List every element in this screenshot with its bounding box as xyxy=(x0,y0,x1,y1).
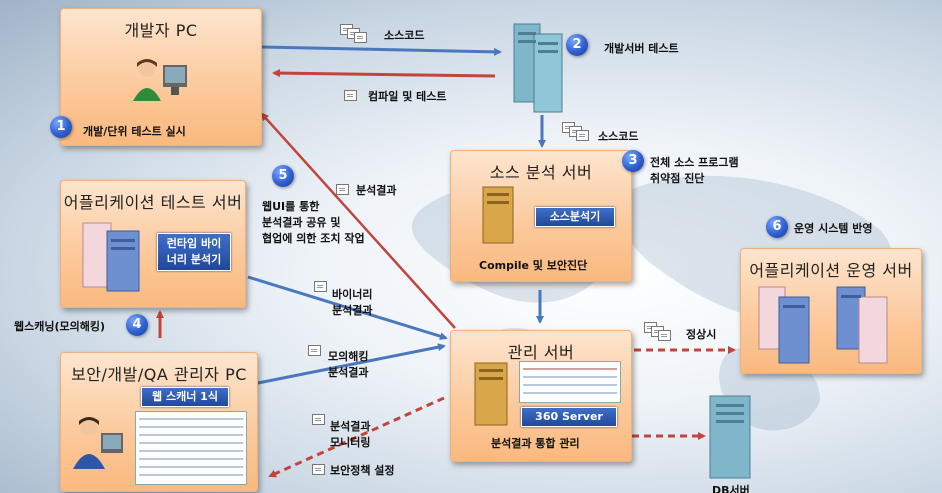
source-server-box: 소스 분석 서버 소스분석기 Compile 및 보안진단 xyxy=(450,150,632,282)
step-5-badge: 5 xyxy=(272,165,294,187)
source-server-title: 소스 분석 서버 xyxy=(489,163,593,182)
server-icon xyxy=(81,221,145,297)
edge-mock-line2: 분석결과 xyxy=(328,366,369,379)
dev-pc-box: 개발자 PC 개발/단위 테스트 실시 xyxy=(60,8,262,146)
mgmt-server-title: 관리 서버 xyxy=(507,343,575,362)
server-360-button: 360 Server xyxy=(521,407,617,427)
web-scanner-button: 웹 스캐너 1식 xyxy=(141,387,229,407)
security-pc-box: 보안/개발/QA 관리자 PC 웹 스캐너 1식 xyxy=(60,352,258,492)
source-server-caption: Compile 및 보안진단 xyxy=(479,259,588,272)
dev-pc-title: 개발자 PC xyxy=(124,21,198,40)
document-icon xyxy=(314,281,327,292)
web-scan-label: 웹스캐닝(모의해킹) xyxy=(14,320,106,333)
arrow-mgmt-to-dev xyxy=(260,112,456,329)
edge-normal: 정상시 xyxy=(686,328,717,341)
document-icon xyxy=(658,330,671,341)
server-icon xyxy=(757,283,907,371)
document-icon xyxy=(576,130,589,141)
dev-server-icon xyxy=(510,22,566,118)
edge-src-code-2: 소스코드 xyxy=(598,130,639,143)
arrow-apptest-to-mgmt xyxy=(247,275,448,341)
edge-monitoring-line1: 분석결과 xyxy=(330,420,371,433)
db-server-icon xyxy=(706,394,754,486)
mgmt-server-box: 관리 서버 360 Server 분석결과 통합 관리 xyxy=(450,330,632,462)
step-1-badge: 1 xyxy=(50,116,72,138)
runtime-binary-line2: 너리 분석기 xyxy=(166,253,222,266)
server-icon xyxy=(481,185,515,249)
app-test-server-box: 어플리케이션 테스트 서버 런타임 바이 너리 분석기 xyxy=(60,180,246,308)
dashboard-screenshot xyxy=(519,361,621,403)
edge-binary-line1: 바이너리 xyxy=(332,288,373,301)
runtime-binary-line1: 런타임 바이 xyxy=(166,237,222,250)
scanner-screenshot xyxy=(135,411,247,485)
edge-src-code-1: 소스코드 xyxy=(384,29,425,42)
source-analyzer-button: 소스분석기 xyxy=(535,207,615,227)
ops-caption: 운영 시스템 반영 xyxy=(794,222,873,235)
share-note-line3: 협업에 의한 조치 작업 xyxy=(262,232,365,245)
document-icon xyxy=(308,345,321,356)
document-icon xyxy=(336,184,349,195)
source-note-line2: 취약점 진단 xyxy=(650,172,705,185)
ops-server-title: 어플리케이션 운영 서버 xyxy=(749,261,913,280)
share-note-line2: 분석결과 공유 및 xyxy=(262,216,341,229)
document-icon xyxy=(344,90,357,101)
edge-analysis-result: 분석결과 xyxy=(356,184,397,197)
arrow-secpc-to-mgmt xyxy=(257,343,446,385)
arrow-mgmt-to-secpc xyxy=(268,396,445,478)
db-server-caption: DB서버 xyxy=(712,484,750,493)
dev-pc-caption: 개발/단위 테스트 실시 xyxy=(83,125,186,138)
step-4-badge: 4 xyxy=(126,314,148,336)
dev-person-icon xyxy=(131,57,191,111)
step-6-badge: 6 xyxy=(766,216,788,238)
admin-person-icon xyxy=(71,415,127,479)
runtime-binary-analyzer-button: 런타임 바이 너리 분석기 xyxy=(157,233,231,271)
server-icon xyxy=(473,361,509,431)
step-3-badge: 3 xyxy=(622,150,644,172)
security-pc-title: 보안/개발/QA 관리자 PC xyxy=(71,365,247,384)
document-icon xyxy=(354,32,367,43)
ops-server-box: 어플리케이션 운영 서버 xyxy=(740,248,922,374)
edge-mock-line1: 모의해킹 xyxy=(328,350,369,363)
source-note-line1: 전체 소스 프로그램 xyxy=(650,156,739,169)
edge-monitoring-line2: 모니터링 xyxy=(330,436,371,449)
edge-binary-line2: 분석결과 xyxy=(332,304,373,317)
arrow-dev-to-devserver xyxy=(261,45,502,56)
share-note-line1: 웹UI를 통한 xyxy=(262,200,320,213)
edge-compile-test: 컴파일 및 테스트 xyxy=(368,90,447,103)
document-icon xyxy=(312,464,325,475)
document-icon xyxy=(312,414,325,425)
dev-server-caption: 개발서버 테스트 xyxy=(604,42,679,55)
app-test-server-title: 어플리케이션 테스트 서버 xyxy=(63,193,243,212)
edge-policy: 보안정책 설정 xyxy=(330,464,395,477)
step-2-badge: 2 xyxy=(566,34,588,56)
mgmt-server-caption: 분석결과 통합 관리 xyxy=(491,437,580,450)
arrow-devserver-to-dev xyxy=(272,69,496,78)
